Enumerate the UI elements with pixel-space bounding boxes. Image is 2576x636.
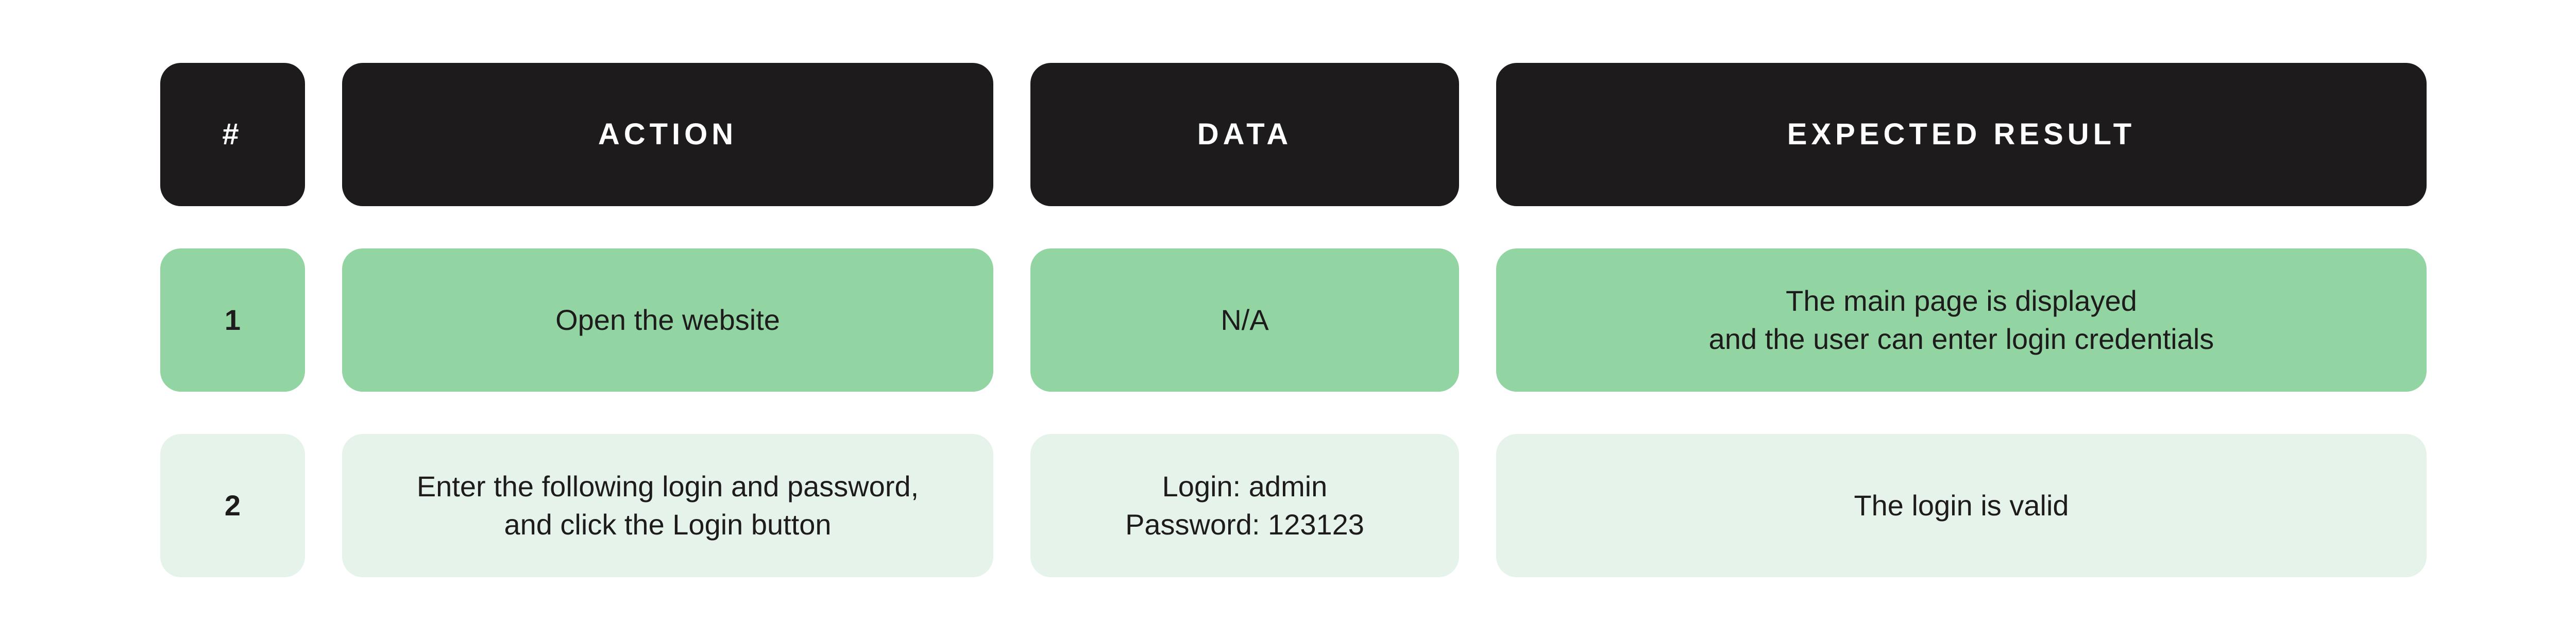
test-steps-table: # ACTION DATA EXPECTED RESULT 1 Open the… [160,63,2427,577]
table-header-row: # ACTION DATA EXPECTED RESULT [160,63,2427,206]
data-cell: N/A [1030,248,1459,392]
action-cell: Enter the following login and password, … [342,434,993,577]
data-cell: Login: admin Password: 123123 [1030,434,1459,577]
action-cell: Open the website [342,248,993,392]
header-cell-expected-result: EXPECTED RESULT [1496,63,2427,206]
step-number-cell: 2 [160,434,305,577]
step-number-cell: 1 [160,248,305,392]
expected-result-cell: The login is valid [1496,434,2427,577]
header-cell-number: # [160,63,305,206]
header-cell-action: ACTION [342,63,993,206]
header-cell-data: DATA [1030,63,1459,206]
table-row: 1 Open the website N/A The main page is … [160,248,2427,392]
table-row: 2 Enter the following login and password… [160,434,2427,577]
expected-result-cell: The main page is displayed and the user … [1496,248,2427,392]
